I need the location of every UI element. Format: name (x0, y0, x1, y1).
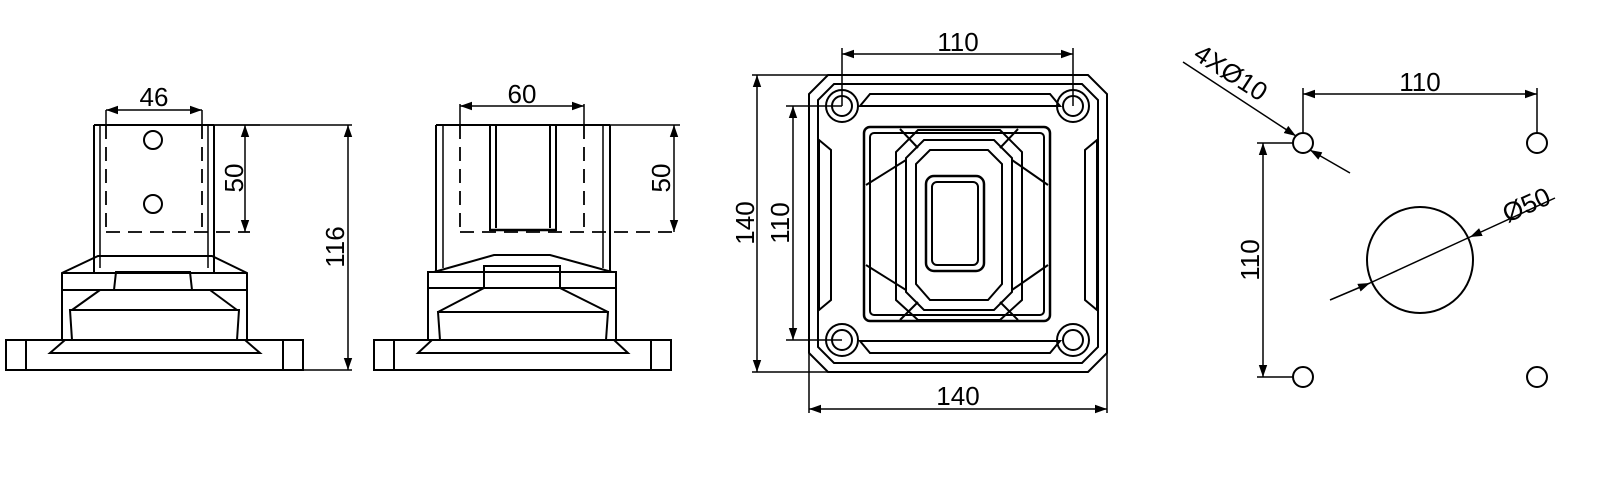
top-view: 110 140 110 140 (730, 27, 1108, 414)
base-hole (1056, 323, 1090, 357)
hole-callout: 4XØ10 (1189, 38, 1273, 107)
dim-top-hole-spacing-h: 110 (937, 27, 978, 57)
post-hole (143, 194, 163, 214)
dim-side-hole-spacing: 50 (219, 164, 249, 193)
dim-front-width: 60 (508, 79, 537, 109)
pattern-hole (1526, 366, 1548, 388)
post-hole (143, 130, 163, 150)
dim-front-depth: 50 (646, 164, 676, 193)
dim-pattern-spacing-h: 110 (1399, 67, 1440, 97)
center-bore-circle (1366, 206, 1474, 314)
dim-side-height: 116 (320, 226, 350, 267)
dim-pattern-spacing-v: 110 (1235, 239, 1265, 280)
hole-pattern-view: 4XØ10 110 110 Ø50 (1182, 38, 1556, 388)
side-view: 46 50 116 (5, 82, 353, 371)
dim-top-base-height: 140 (730, 201, 760, 244)
dim-top-base-width: 140 (936, 381, 979, 411)
pattern-hole (1292, 366, 1314, 388)
dim-top-hole-spacing-v: 110 (765, 202, 795, 243)
dim-side-width: 46 (140, 82, 169, 112)
center-diameter-label: Ø50 (1498, 181, 1555, 228)
front-view: 60 50 (373, 79, 680, 371)
pattern-hole (1526, 132, 1548, 154)
